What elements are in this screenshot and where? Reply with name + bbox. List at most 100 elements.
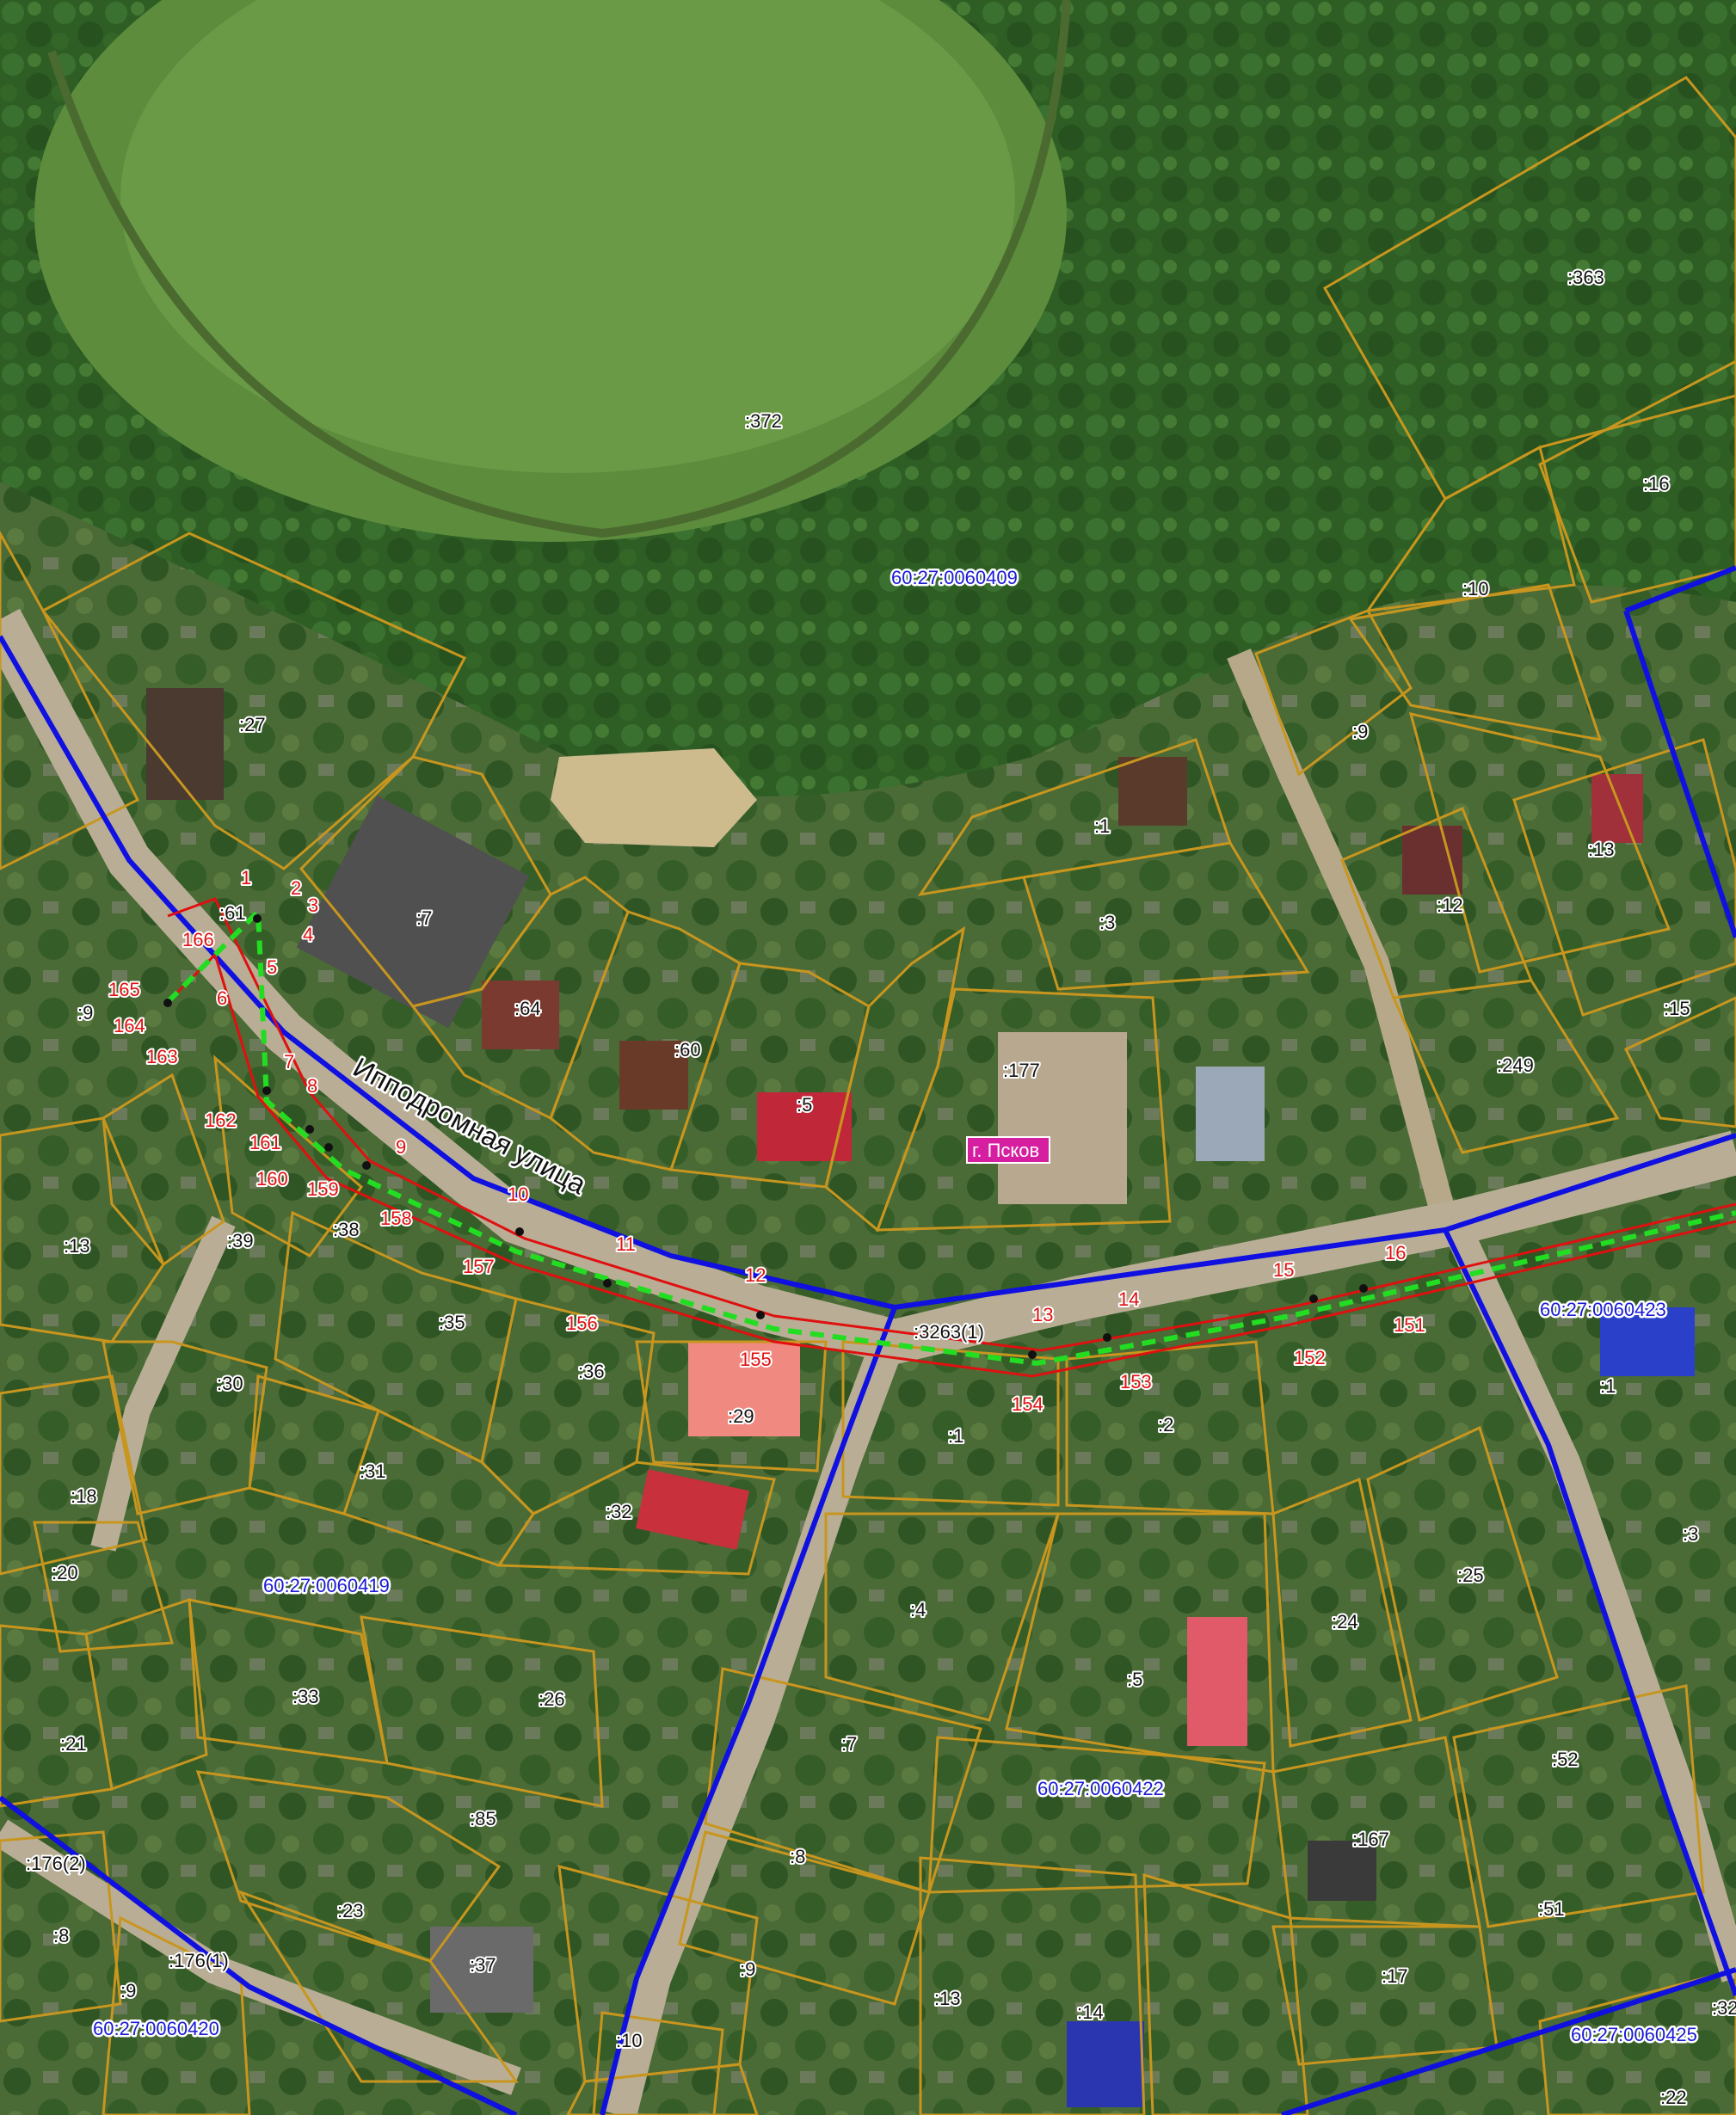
route-point-number: 164 [114,1015,145,1036]
parcel-label: :37 [470,1954,496,1976]
route-point-number: 6 [217,987,227,1009]
city-badge-background [966,1136,1050,1164]
route-point-number: 165 [108,979,140,1000]
parcel-label: :1 [948,1425,963,1447]
quarter-code: 60:27:0060423 [1540,1299,1666,1320]
route-point-number: 2 [291,877,301,899]
quarter-boundaries [0,565,1736,2115]
parcel-label: :16 [1643,473,1670,495]
parcel-label: :7 [416,907,432,929]
parcel-label: :167 [1352,1829,1389,1850]
parcel-label: :18 [71,1485,97,1507]
parcel-label: :39 [227,1230,254,1251]
parcel-label: :8 [53,1925,69,1946]
city-name: г. Псков [972,1140,1039,1161]
dirt-road-north [1227,649,1458,1225]
quarter-code: 60:27:0060419 [263,1575,390,1596]
parcel-label: :13 [1588,839,1615,860]
route-point-number: 152 [1294,1347,1326,1368]
city-badge: г. Псков [966,1136,1050,1164]
side-road-west [90,1215,236,1552]
parcel-label: :1 [1600,1375,1616,1397]
parcel-label: :31 [360,1460,386,1482]
route-vertices [163,914,1368,1359]
route-point-number: 157 [463,1256,495,1277]
side-road-southeast [1440,1214,1736,1983]
parcel-label: :64 [514,998,541,1019]
route-centerline [165,906,1736,1367]
route-point-number: 15 [1273,1259,1294,1281]
parcel-label: :32 [606,1501,632,1522]
route-point-number: 10 [508,1184,528,1205]
route-outline-south [166,952,1736,1378]
sand-clearing [551,748,757,847]
parcel-boundaries [0,76,1736,2115]
parcel-label: :13 [934,1988,961,2009]
parcel-label: :10 [616,2030,643,2051]
route-point-number: 155 [740,1349,772,1370]
route-point-number: 158 [380,1208,412,1229]
parcel-label: :3263(1) [914,1321,984,1343]
route-point-number: 160 [256,1168,288,1190]
quarter-code: 60:27:0060420 [93,2018,219,2039]
parcel-label: :22 [1660,2087,1687,2108]
route-point-number: 163 [146,1046,178,1067]
parcel-label: :5 [797,1094,812,1116]
parcel-label: :17 [1382,1965,1408,1987]
parcel-label: :24 [1332,1611,1358,1632]
route-point-number: 7 [284,1051,294,1073]
parcel-label: :38 [333,1219,360,1240]
route-point-number: 151 [1394,1314,1425,1336]
route-point-number: 1 [241,867,251,888]
parcel-label: :10 [1462,578,1489,599]
route-point-number: 9 [396,1136,406,1158]
parcel-label: :23 [337,1900,364,1921]
route-corridor [165,897,1736,1378]
parcel-label: :29 [728,1405,754,1427]
parcel-label: :25 [1457,1565,1484,1586]
quarter-code: 60:27:0060422 [1037,1778,1164,1799]
parcel-label: :21 [60,1733,87,1755]
parcel-label: :35 [439,1312,465,1333]
parcel-label: :7 [841,1733,857,1755]
route-point-number: 156 [566,1313,598,1334]
parcel-label: :27 [239,714,266,735]
buildings [146,688,1695,2107]
parcel-label: :51 [1538,1898,1565,1920]
route-point-number: 154 [1012,1393,1043,1415]
route-point-number: 8 [307,1075,317,1097]
parcel-label: :2 [1158,1414,1173,1436]
parcel-label: :176(2) [26,1853,86,1874]
route-outline-north [167,897,1736,1352]
route-point-number: 5 [267,956,277,978]
side-road-south [602,1318,911,2115]
parcel-label: :30 [217,1373,243,1394]
parcel-label: :15 [1664,998,1690,1019]
route-point-number: 4 [303,924,313,945]
route-point-number: 3 [308,895,318,916]
route-point-number: 153 [1120,1371,1152,1393]
parcel-label: :52 [1552,1749,1579,1770]
quarter-code: 60:27:0060409 [891,567,1018,588]
parcel-label: :8 [790,1846,805,1867]
parcel-label: :14 [1077,2001,1104,2023]
route-point-number: 12 [745,1264,766,1286]
parcel-label: :12 [1437,895,1463,916]
route-point-number: 16 [1385,1242,1406,1263]
parcel-label: :372 [745,410,782,432]
parcel-label: :85 [470,1808,496,1829]
parcel-label: :13 [64,1235,90,1257]
parcel-label: :20 [52,1562,78,1583]
quarter-code: 60:27:0060425 [1571,2024,1697,2045]
route-point-number: 159 [307,1178,339,1200]
parcel-label: :3 [1099,912,1115,933]
parcel-label: :249 [1497,1054,1534,1076]
parcel-label: :36 [578,1361,605,1382]
route-point-number: 11 [616,1233,636,1255]
parcel-label: :61 [219,902,246,924]
route-point-number: 166 [182,929,214,950]
parcel-label: :1 [1094,815,1110,837]
route-point-number: 14 [1118,1288,1139,1310]
parcel-label: :5 [1127,1669,1142,1690]
